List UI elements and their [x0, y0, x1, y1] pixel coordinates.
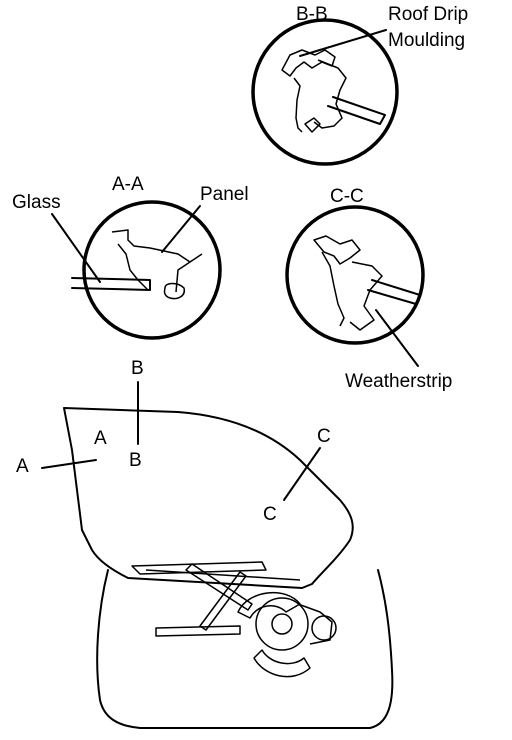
regulator-motor	[255, 597, 309, 651]
regulator-sector-gear	[237, 591, 301, 619]
bb-glass	[327, 96, 386, 125]
detail-cc-circle	[285, 205, 425, 345]
cc-glass	[367, 279, 421, 305]
glass-channel	[131, 561, 267, 575]
regulator-motor-mount	[297, 603, 333, 645]
bb-lower-seal	[304, 117, 321, 133]
regulator-drive-gear	[311, 615, 337, 641]
leader-roof-drip	[299, 29, 387, 57]
label-section-aa: A-A	[112, 174, 144, 195]
leader-glass	[51, 213, 101, 283]
door-assembly: A A B B C C	[16, 358, 394, 729]
bb-panel-profile	[293, 77, 303, 133]
aa-lower-seal	[163, 282, 186, 300]
label-section-cc: C-C	[330, 186, 364, 207]
detail-bb: B-B Roof Drip Moulding	[251, 4, 468, 166]
label-weatherstrip: Weatherstrip	[345, 371, 452, 392]
door-glass-outline	[63, 407, 354, 589]
label-cut-c-top: C	[317, 426, 331, 447]
regulator-gear-teeth	[253, 649, 311, 678]
label-cut-c-bottom: C	[263, 504, 277, 525]
leader-weatherstrip	[375, 309, 419, 367]
label-section-bb: B-B	[296, 4, 328, 25]
cc-weatherstrip	[349, 261, 383, 331]
detail-aa-circle	[82, 200, 222, 340]
label-cut-b-top: B	[131, 358, 144, 379]
label-panel: Panel	[200, 184, 249, 205]
door-inner-panel	[96, 569, 394, 729]
aa-glass	[71, 277, 151, 291]
regulator-arm-2	[199, 571, 247, 631]
bb-weatherstrip	[313, 59, 347, 129]
aa-panel-profile	[111, 229, 191, 293]
label-cut-b-bottom: B	[129, 450, 142, 471]
label-roof-drip-line2: Moulding	[388, 30, 465, 51]
cc-panel-profile	[321, 251, 345, 327]
label-roof-drip-line1: Roof Drip	[388, 4, 468, 25]
cut-line-c	[283, 447, 321, 501]
detail-bb-circle	[251, 18, 399, 166]
regulator-motor-hub	[271, 613, 293, 635]
detail-cc: C-C Weatherstrip	[285, 186, 452, 392]
leader-panel	[161, 205, 201, 253]
regulator-lower-rail	[155, 625, 241, 637]
label-cut-a-inner: A	[94, 428, 107, 449]
aa-panel-return	[189, 253, 203, 263]
glass-channel-rail	[145, 569, 301, 581]
label-glass: Glass	[12, 192, 61, 213]
detail-aa: A-A Glass Panel	[12, 174, 249, 340]
regulator-arm-1	[185, 563, 253, 611]
aa-panel-inner	[117, 243, 149, 291]
label-cut-a-outer: A	[16, 456, 29, 477]
cc-upper-trim	[313, 235, 361, 265]
cut-line-a	[41, 459, 97, 469]
